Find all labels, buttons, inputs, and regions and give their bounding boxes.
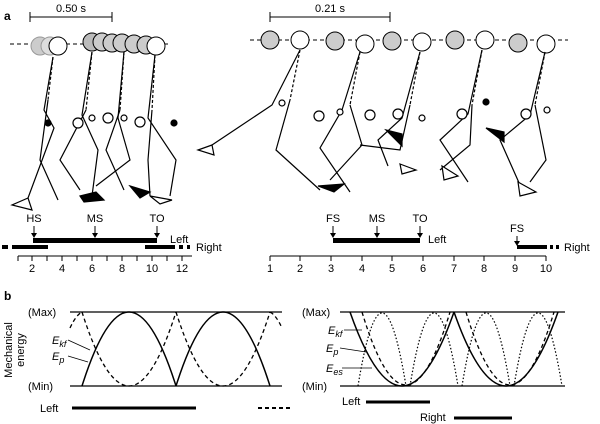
panel-a-label: a xyxy=(4,9,11,23)
walking-events: HS MS TO xyxy=(26,213,165,238)
running-max-label: (Max) xyxy=(302,307,330,319)
running-energy-left-label: Left xyxy=(342,396,360,408)
event-ms: MS xyxy=(369,213,386,225)
walking-right-label: Right xyxy=(196,242,222,254)
walking-tick: 12 xyxy=(176,263,188,275)
svg-text:energy: energy xyxy=(15,333,27,367)
walking-energy-left-label: Left xyxy=(40,403,58,415)
walking-time-axis xyxy=(17,255,192,261)
walking-head-circles xyxy=(30,32,166,56)
event-ms: MS xyxy=(87,213,104,225)
running-scale-label: 0.21 s xyxy=(315,3,345,15)
running-tick: 2 xyxy=(297,263,303,275)
event-fs-second: FS xyxy=(510,223,524,235)
walking-tick-labels: 2 4 6 8 10 12 xyxy=(29,263,188,275)
walking-scale-bar: 0.50 s xyxy=(29,3,113,22)
running-scale-bar: 0.21 s xyxy=(269,3,391,22)
running-tick-labels: 1 2 3 4 5 6 7 8 9 10 xyxy=(267,263,552,275)
walking-tick: 8 xyxy=(119,263,125,275)
panel-b-label: b xyxy=(4,289,11,303)
running-tick: 8 xyxy=(481,263,487,275)
walking-tick: 6 xyxy=(89,263,95,275)
running-tick: 5 xyxy=(389,263,395,275)
walking-energy-plot: (Max) (Min) Ekf Ep Left xyxy=(28,307,292,415)
running-ekf-label: Ekf xyxy=(328,325,344,339)
running-tick: 3 xyxy=(328,263,334,275)
running-tick: 4 xyxy=(359,263,365,275)
event-to: TO xyxy=(412,213,428,225)
running-ees-label: Ees xyxy=(326,363,343,377)
running-events: FS MS TO FS xyxy=(326,213,524,246)
running-right-label: Right xyxy=(564,242,590,254)
event-fs: FS xyxy=(326,213,340,225)
walking-tick: 10 xyxy=(146,263,158,275)
running-tick: 1 xyxy=(267,263,273,275)
running-energy-plot: (Max) (Min) Ekf Ep Ees Left Right xyxy=(302,307,565,424)
running-tick: 6 xyxy=(420,263,426,275)
walking-ep-label: Ep xyxy=(52,351,64,365)
running-tick: 10 xyxy=(540,263,552,275)
running-stick-figures xyxy=(196,49,551,197)
walking-scale-label: 0.50 s xyxy=(56,3,86,15)
running-stance-bars: Left Right xyxy=(333,234,590,254)
walking-min-label: (Min) xyxy=(28,381,53,393)
walking-left-label: Left xyxy=(170,234,188,246)
event-to: TO xyxy=(149,213,165,225)
walking-ekf-label: Ekf xyxy=(52,335,68,349)
running-left-label: Left xyxy=(428,234,446,246)
svg-text:Mechanical: Mechanical xyxy=(3,322,15,378)
running-time-axis xyxy=(269,255,547,261)
running-tick: 7 xyxy=(451,263,457,275)
walking-tick: 4 xyxy=(59,263,65,275)
walking-tick: 2 xyxy=(29,263,35,275)
walking-max-label: (Max) xyxy=(28,307,56,319)
running-tick: 9 xyxy=(512,263,518,275)
running-min-label: (Min) xyxy=(302,381,327,393)
walking-stance-bars: Left Right xyxy=(2,234,222,254)
walking-stick-figures xyxy=(10,51,178,211)
running-ep-label: Ep xyxy=(326,343,338,357)
energy-axis-label: Mechanical energy xyxy=(3,322,27,378)
running-energy-right-label: Right xyxy=(420,412,446,424)
running-head-circles xyxy=(260,30,556,54)
event-hs: HS xyxy=(26,213,41,225)
